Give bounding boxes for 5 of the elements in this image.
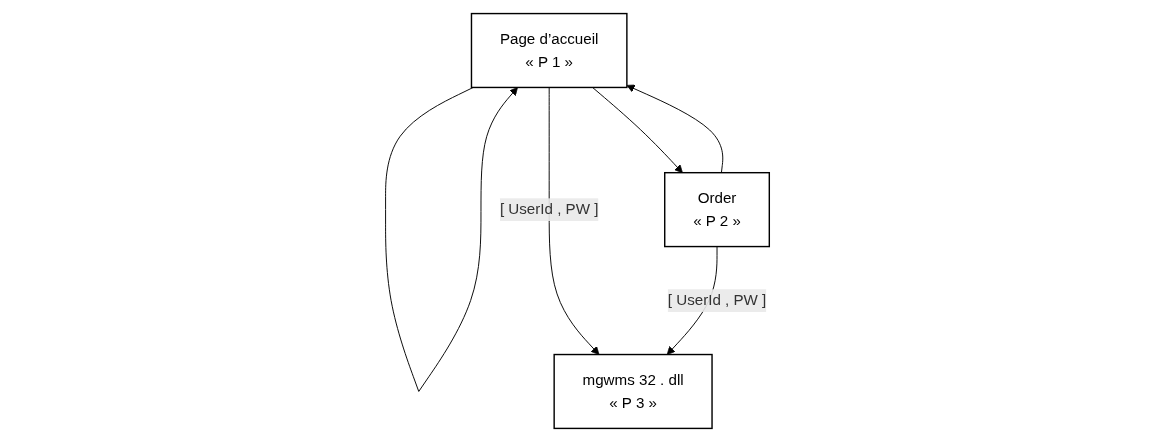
node-box: Order « P 2 » [663, 172, 770, 248]
edge-label: [ UserId , PW ] [499, 201, 598, 218]
edge-label: [ UserId , PW ] [667, 292, 766, 309]
node-box: Page d’accueil « P 1 » [470, 12, 628, 89]
node-box: mgwms 32 . dll « P 3 » [553, 353, 713, 430]
